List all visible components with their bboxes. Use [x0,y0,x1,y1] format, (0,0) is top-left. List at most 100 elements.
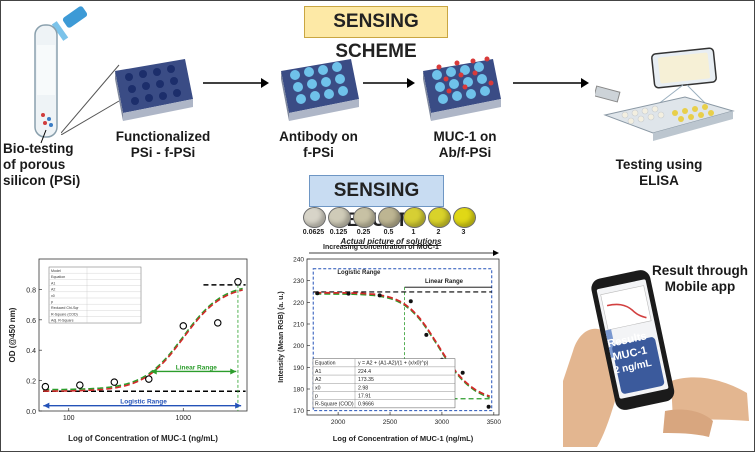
solution-vial [353,207,376,228]
data-point [346,291,351,296]
chip-functionalized [115,59,193,121]
concentration-trend-label: Increasing concentration of MUC-1 [323,244,439,251]
fit-curve-green [43,287,243,391]
x-tick-label: 3500 [487,419,502,426]
vial-concentration-label: 1 [411,229,416,236]
data-point [41,382,50,391]
tube-icon [34,24,58,138]
fit-curve-red [43,289,243,392]
solutions-caption: Actual picture of solutions [340,237,442,246]
well-plate-icon [603,96,735,141]
vial-concentration-label: 0.5 [383,229,394,236]
linear-arrowhead-left [150,368,157,375]
y-tick-label: 170 [293,408,304,415]
data-point [214,319,222,327]
antibody-label: Antibody on f-PSi [279,129,358,160]
data-point [145,375,153,383]
y-tick-label: 0.0 [26,409,36,416]
smartphone-icon [591,270,675,410]
solution-vial [303,207,326,228]
y-tick-label: 200 [293,343,304,350]
x-tick-label: 2000 [331,419,346,426]
y-tick-label: 240 [293,257,304,264]
x-tick-label: 1000 [175,415,191,422]
y-tick-label: 0.8 [26,287,36,294]
table-value: 2.98 [358,385,368,391]
hand-icon [563,328,749,447]
vial-concentration-label: 3 [461,229,466,236]
chip-antibody [281,59,359,121]
elisa-label: Testing using ELISA [615,157,703,188]
x-tick-label: 100 [63,415,75,422]
fit-curve-red [315,291,491,398]
data-point [76,381,84,389]
table-value: 0.9666 [358,402,374,408]
table-param: R-Square (COD) [315,402,354,408]
logistic-range-label: Logistic Range [120,399,167,406]
table-value: 173.35 [358,377,374,383]
y-axis-label: OD (@450 nm) [8,307,17,362]
hand-with-phone-illustration [563,270,749,447]
table-param: x0 [315,385,321,391]
multichannel-pipette-icon [595,85,621,103]
logistic-arrowhead-left [43,402,50,409]
table-value: y = A2 + (A1-A2)/(1 + (x/x0)^p) [358,361,429,367]
x-tick-label: 2500 [383,419,398,426]
arrow-3 [513,78,589,88]
y-tick-label: 0.4 [26,348,36,355]
inset-row-label: Reduced Chi-Sqr [51,306,79,310]
data-point [460,370,465,375]
chart-rgb-intensity: Increasing concentration of MUC-1 170 180 1… [278,244,502,443]
y-axis-label: Intensity (Mean RGB) (a. u.) [278,291,285,382]
muc1-label: MUC-1 on Ab/f-PSi [433,129,497,160]
trend-arrowhead [493,250,499,256]
data-point [179,322,188,330]
inset-row-label: Model [51,269,61,273]
y-tick-label: 0.2 [26,379,36,386]
inset-row-label: Equation [51,275,65,279]
pipette-icon [51,6,88,41]
sensing-results-banner: SENSING RESULTS [309,175,444,231]
y-tick-label: 230 [293,278,304,285]
biotesting-label: Bio-testing of porous silicon (PSi) [3,141,81,188]
connector-lines [61,64,120,135]
data-point [424,332,429,337]
y-tick-label: 210 [293,322,304,329]
data-point [110,378,119,386]
solution-vial [453,207,476,228]
data-point [315,291,320,296]
inset-row-label: R-Square (COD) [51,312,78,316]
logistic-range-label: Logistic Range [337,270,381,276]
fit-results-table: Equation y = A2 + (A1-A2)/(1 + (x/x0)^p) A… [312,358,456,409]
data-point [377,293,382,298]
inset-row-label: x0 [51,294,55,298]
table-param: A1 [315,369,321,375]
vial-concentration-label: 0.25 [356,229,371,236]
test-tube-illustration [34,6,88,144]
inset-row-label: A2 [51,288,55,292]
y-tick-label: 180 [293,387,304,394]
y-tick-label: 0.6 [26,318,36,325]
phone-icon [651,47,717,89]
inset-row-label: A1 [51,281,55,285]
solution-vial [378,207,401,228]
arrow-1 [203,78,269,88]
table-param: Equation [315,361,336,367]
chip-muc1 [423,56,501,121]
data-point [408,299,413,304]
data-point [486,404,491,409]
linear-range-label: Linear Range [425,279,464,285]
sensing-scheme-banner: SENSING SCHEME [304,6,448,62]
x-tick-label: 3000 [435,419,450,426]
x-axis-label: Log of Concentration of MUC-1 (ng/mL) [68,434,218,443]
vial-concentration-label: 0.0625 [302,229,325,236]
vial-concentration-label: 0.125 [329,229,348,236]
x-axis-label: Log of Concentration of MUC-1 (ng/mL) [333,434,474,443]
table-value: 17.91 [358,393,371,399]
data-point [234,278,242,286]
arrow-2 [363,78,415,88]
logistic-arrowhead-right [235,402,242,409]
